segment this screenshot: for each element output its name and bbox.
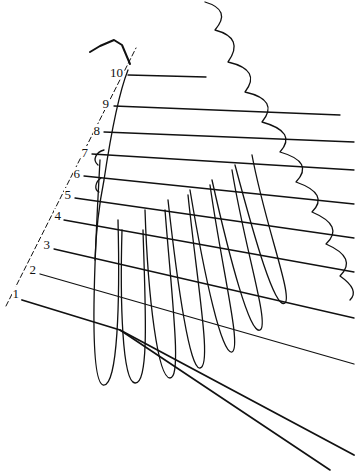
callout-number: 10 xyxy=(109,66,124,79)
callout-number: 3 xyxy=(43,238,52,251)
callout-number: 5 xyxy=(64,188,73,201)
dashed-baseline xyxy=(6,48,136,306)
covert-scallops xyxy=(205,2,353,300)
callout-number: 7 xyxy=(81,146,90,159)
primary-feathers xyxy=(94,155,286,385)
callout-number: 4 xyxy=(54,209,63,222)
callout-number: 9 xyxy=(102,97,111,110)
callout-number: 6 xyxy=(73,167,82,180)
callout-number: 8 xyxy=(93,124,102,137)
shoulder-outline xyxy=(90,40,130,64)
callout-number: 1 xyxy=(12,287,21,300)
callout-number: 2 xyxy=(29,263,38,276)
feather-shaft-lines xyxy=(22,75,354,470)
